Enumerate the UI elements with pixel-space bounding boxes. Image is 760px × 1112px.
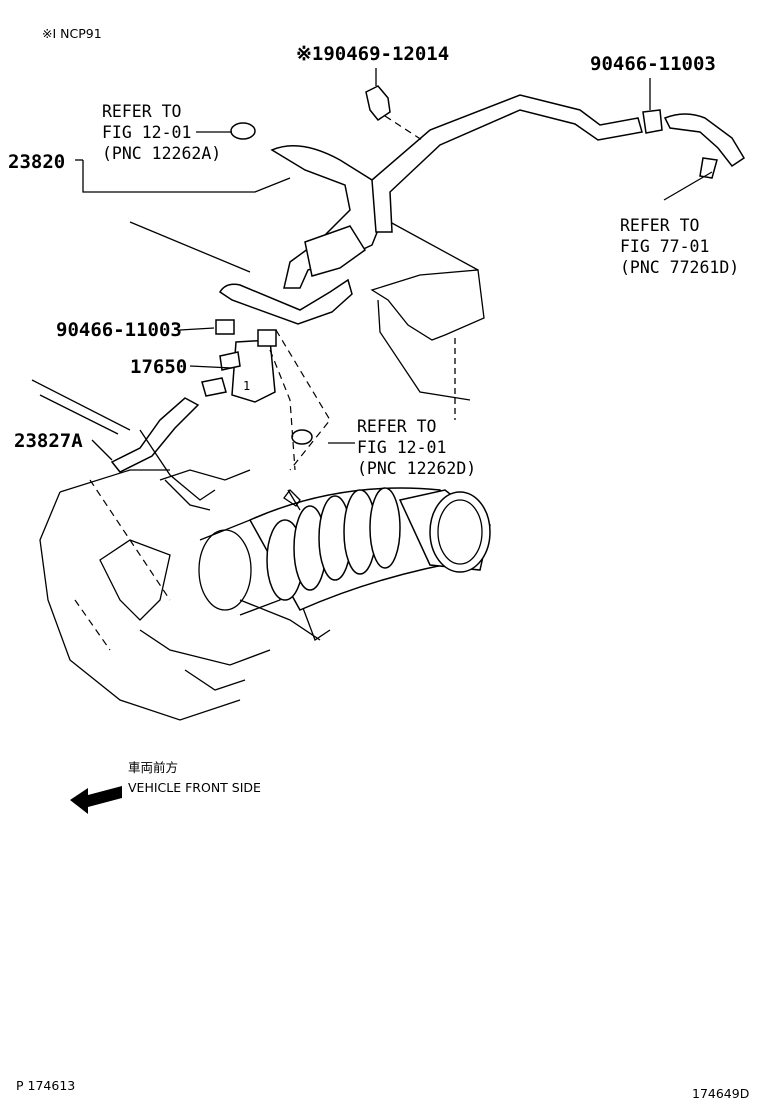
page-code: P 174613 [16,1078,75,1093]
part-number-90466-left: 90466-11003 [56,319,182,341]
clip-90466-right [642,109,663,134]
vehicle-front-indicator: 車両前方 VEHICLE FRONT SIDE [70,760,261,814]
reference-a: REFER TO FIG 12-01 (PNC 12262A) [102,102,221,163]
part-number-17650: 17650 [130,356,187,378]
hose-23820 [218,94,746,445]
svg-text:REFER TO: REFER TO [102,102,181,121]
part-number-23827A: 23827A [14,430,83,452]
svg-text:(PNC 12262A): (PNC 12262A) [102,144,221,163]
svg-text:REFER TO: REFER TO [620,216,699,235]
svg-text:FIG 77-01: FIG 77-01 [620,237,709,256]
reference-c: REFER TO FIG 12-01 (PNC 12262D) [357,417,476,478]
direction-english: VEHICLE FRONT SIDE [128,780,261,795]
leader-lines [75,68,713,461]
clamp-90469 [365,85,423,141]
vsv-17650: 1 [201,329,331,471]
reference-b: REFER TO FIG 77-01 (PNC 77261D) [620,216,739,277]
svg-text:(PNC 77261D): (PNC 77261D) [620,258,739,277]
part-number-23820: 23820 [8,151,65,173]
figure-code: 174649D [692,1086,749,1101]
part-number-90466-right: 90466-11003 [590,53,716,75]
svg-text:(PNC 12262D): (PNC 12262D) [357,459,476,478]
svg-text:FIG 12-01: FIG 12-01 [357,438,446,457]
svg-text:1: 1 [243,379,250,393]
header-note: ※I NCP91 [42,26,102,41]
clip-90466-left [215,319,235,335]
hose-23827A [110,397,216,511]
intake-duct [248,487,491,611]
arrow-left-icon [70,786,122,814]
part-number-90469: ※190469-12014 [296,43,449,65]
svg-text:FIG 12-01: FIG 12-01 [102,123,191,142]
direction-japanese: 車両前方 [128,760,178,775]
svg-text:REFER TO: REFER TO [357,417,436,436]
engine-outline [31,221,485,721]
